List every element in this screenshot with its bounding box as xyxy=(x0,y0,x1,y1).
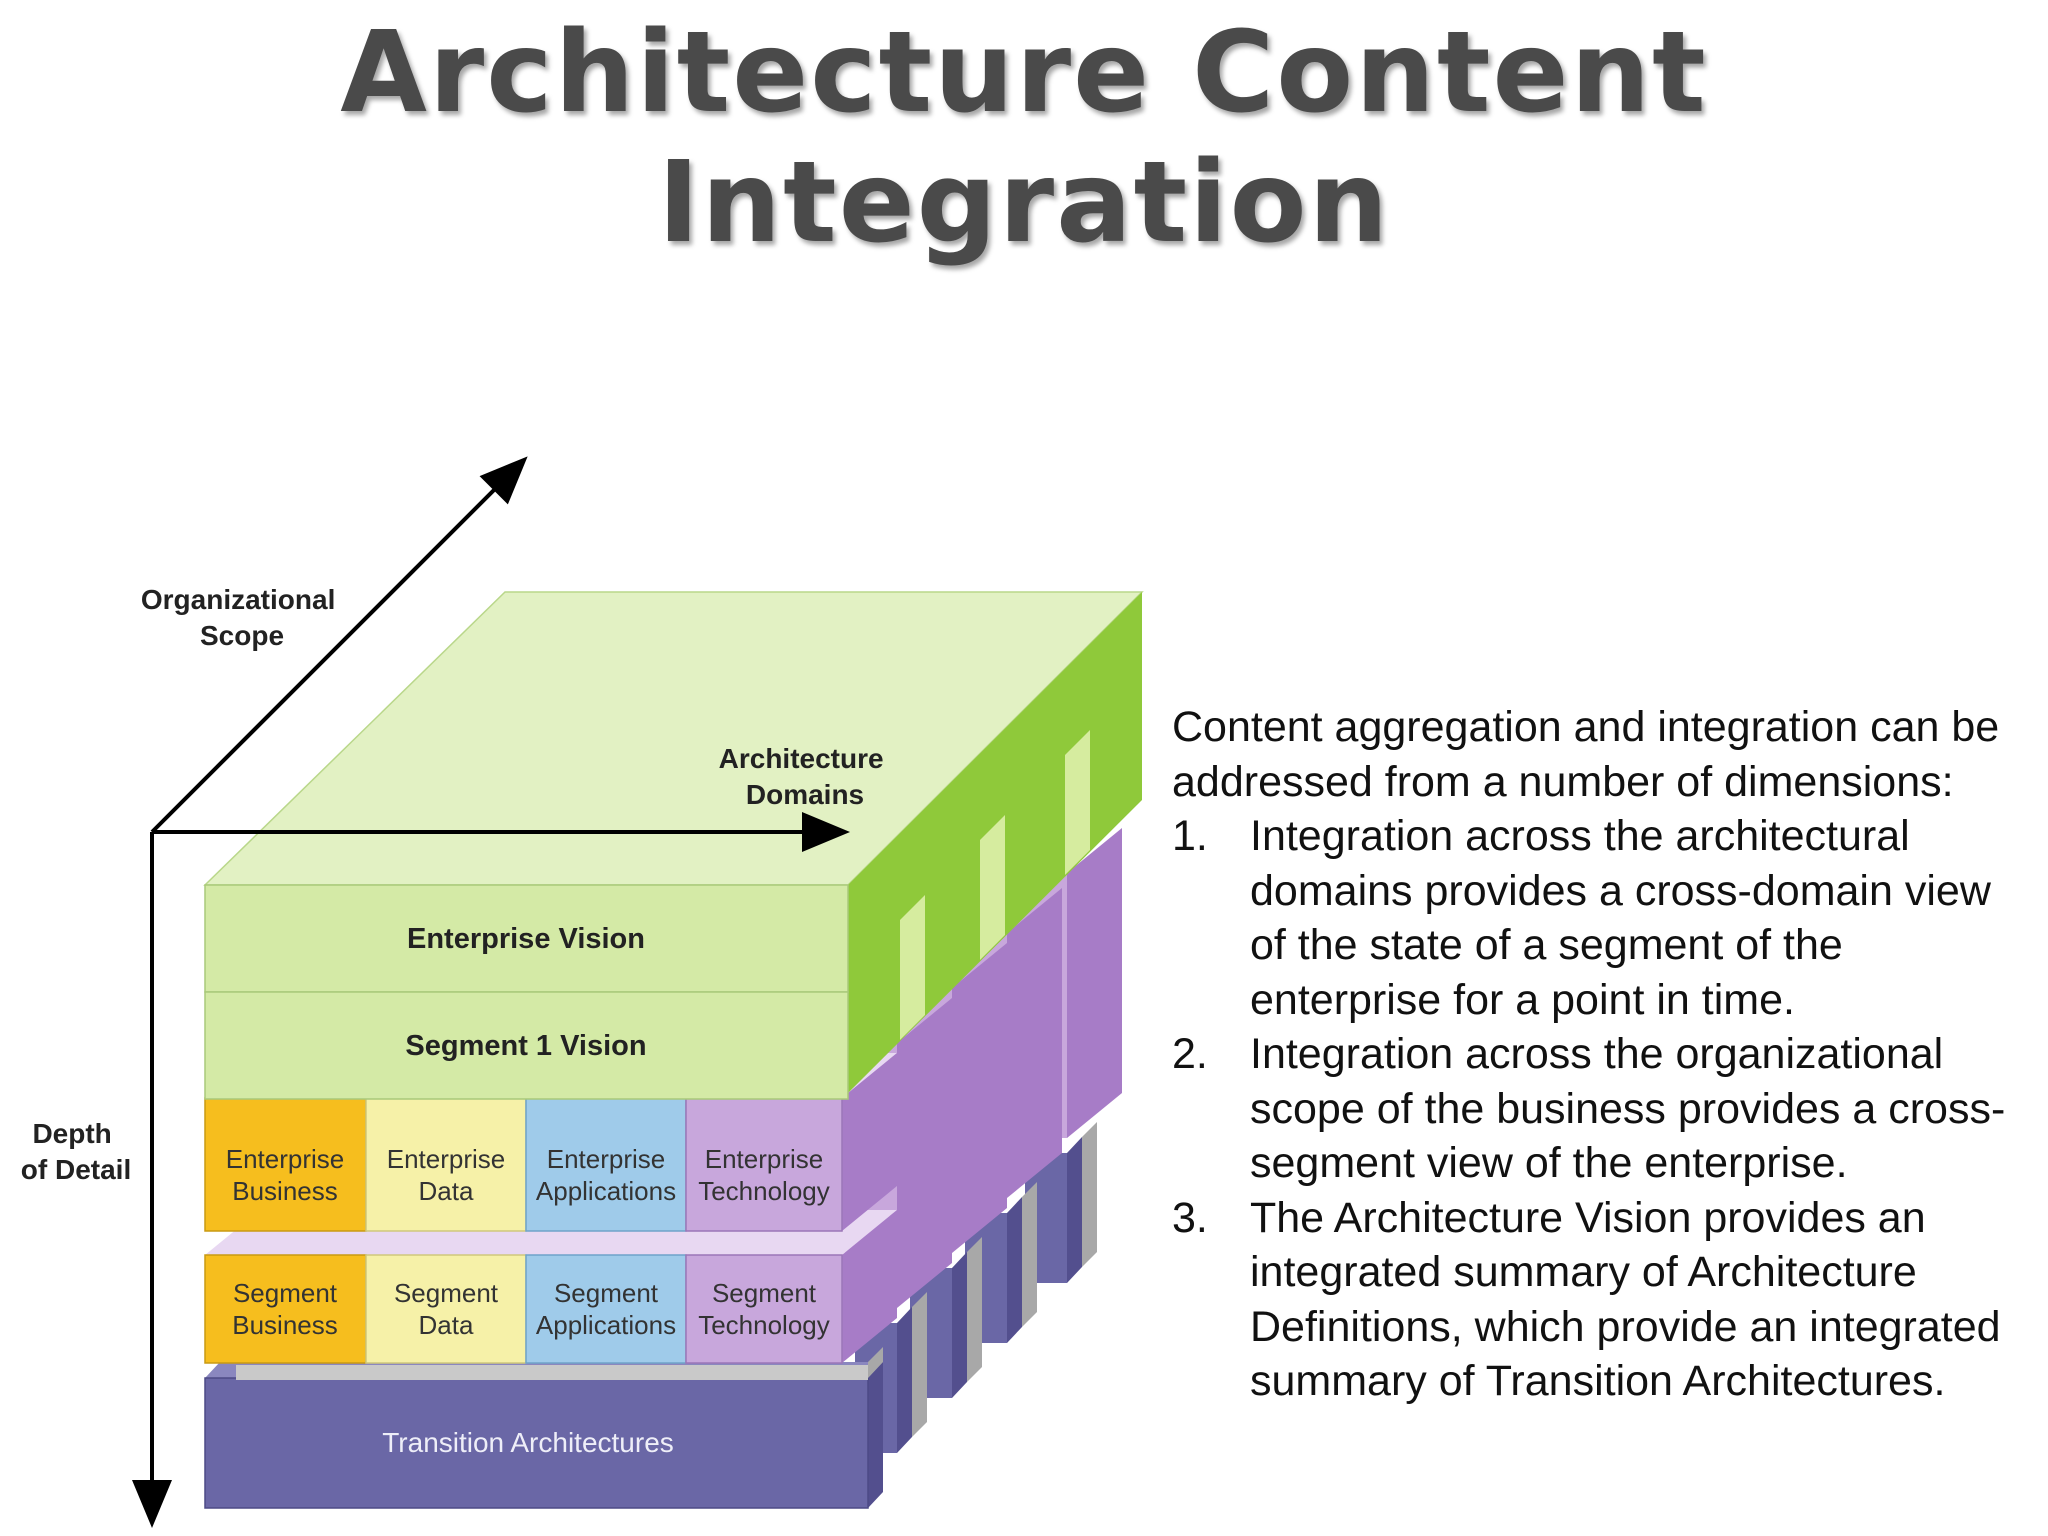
back-slice-grey xyxy=(912,1292,927,1437)
back-slice-technology xyxy=(952,943,1007,1253)
slide-title: Architecture Content Integration xyxy=(340,8,1708,268)
list-item: 3. The Architecture Vision provides an i… xyxy=(1172,1191,2032,1409)
back-slice-transition-side xyxy=(897,1307,912,1453)
right-stripes-group xyxy=(868,1347,883,1378)
integration-points-list: 1. Integration across the architectural … xyxy=(1172,809,2032,1409)
vision-side-groove-3 xyxy=(1065,730,1090,875)
enterprise-business-cell xyxy=(204,1097,367,1232)
back-slice-grey xyxy=(1082,1122,1097,1267)
list-item-number: 1. xyxy=(1172,812,1208,860)
transition-side-face xyxy=(868,1362,883,1508)
segment-technology-cell xyxy=(685,1254,843,1364)
transition-front-face xyxy=(204,1377,869,1509)
vision-slab: Enterprise Vision Segment 1 Vision xyxy=(203,591,1144,1100)
list-item: 2. Integration across the organizational… xyxy=(1172,1027,2032,1191)
front-grey-side xyxy=(868,1347,883,1378)
list-item-text: Integration across the architectural dom… xyxy=(1250,812,1991,1024)
explanation-text: Content aggregation and integration can … xyxy=(1172,700,2032,1409)
segment-applications-cell xyxy=(525,1254,687,1364)
vision-side-groove-1 xyxy=(900,895,925,1040)
segment-row-side xyxy=(842,1210,897,1363)
back-slice-transition-side xyxy=(1007,1197,1022,1343)
back-slice-grey xyxy=(967,1237,982,1382)
transition-architectures-slab: Transition Architectures xyxy=(204,1362,883,1509)
segment-1-vision-label: Segment 1 Vision xyxy=(405,1030,646,1062)
transition-architectures-label: Transition Architectures xyxy=(382,1427,674,1458)
architecture-cube-diagram: yyyy Transition Architectures SegmentBus… xyxy=(21,456,1144,1528)
enterprise-data-cell xyxy=(365,1097,527,1232)
back-slice-technology xyxy=(1067,828,1122,1138)
list-item-number: 3. xyxy=(1172,1193,1208,1242)
segment-data-cell xyxy=(365,1254,527,1364)
organizational-scope-label: Organizational Scope xyxy=(141,584,343,651)
intro-paragraph: Content aggregation and integration can … xyxy=(1172,703,2000,806)
list-item: 1. Integration across the architectural … xyxy=(1172,809,2032,1027)
list-item-text: Integration across the organizational sc… xyxy=(1250,1030,2006,1187)
back-slice-transition-side xyxy=(1067,1137,1082,1283)
list-item-text: The Architecture Vision provides an inte… xyxy=(1250,1193,2001,1406)
enterprise-row-side xyxy=(842,1053,897,1231)
architecture-domains-label: Architecture Domains xyxy=(719,743,892,810)
enterprise-vision-label: Enterprise Vision xyxy=(407,923,645,955)
enterprise-technology-cell xyxy=(685,1097,843,1232)
axes: Organizational Scope Architecture Domain… xyxy=(21,456,892,1528)
back-slice-grey xyxy=(1022,1182,1037,1327)
list-item-number: 2. xyxy=(1172,1030,1208,1078)
back-slice-technology xyxy=(1007,888,1062,1198)
depth-of-detail-label: Depth of Detail xyxy=(21,1118,131,1185)
grey-separator-front xyxy=(236,1365,868,1380)
organizational-scope-arrow xyxy=(150,456,528,834)
vision-side-groove-2 xyxy=(980,815,1005,960)
enterprise-applications-cell xyxy=(525,1097,687,1232)
segment-business-cell xyxy=(204,1254,367,1364)
back-slice-technology xyxy=(897,998,952,1308)
segment-1-vision-layer xyxy=(204,991,849,1100)
back-slice-transition-side xyxy=(952,1252,967,1398)
